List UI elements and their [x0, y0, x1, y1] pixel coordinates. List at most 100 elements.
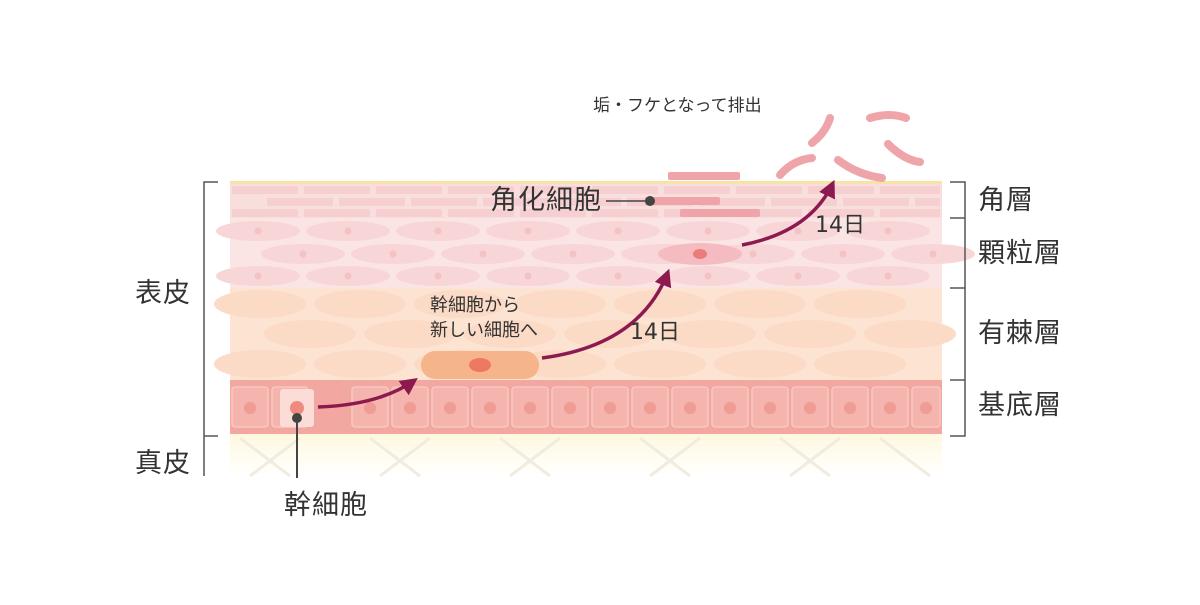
spinous-cell: [414, 290, 506, 318]
basal-cell-nucleus: [484, 402, 496, 414]
layer-label-spinosum: 有棘層: [978, 318, 1062, 349]
granular-cell-bg-nucleus: [614, 227, 622, 235]
arrow-stem-to-new: [317, 377, 418, 409]
basal-cell-nucleus: [804, 402, 816, 414]
basal-cell-nucleus: [604, 402, 616, 414]
basal-cell-nucleus: [884, 402, 896, 414]
shedding-flakes: [776, 111, 924, 182]
spinous-cell: [714, 350, 806, 378]
corneum-brick: [520, 209, 586, 217]
basal-cell-nucleus: [644, 402, 656, 414]
corneum-brick: [520, 186, 586, 194]
basal-cell-nucleus: [844, 402, 856, 414]
granular-cell-bg-nucleus: [884, 272, 892, 280]
dermis-label: 真皮: [135, 448, 191, 479]
stem-to-new-label-line2: 新しい細胞へ: [430, 320, 538, 341]
arrow-new-to-granular: [541, 268, 672, 360]
granular-cell-bg-nucleus: [479, 250, 487, 258]
spinous-cell: [464, 320, 556, 348]
granular-cell-nucleus: [693, 249, 707, 259]
spinous-cells: [214, 290, 956, 378]
corneum-brick: [267, 198, 333, 206]
granular-cell-bg-nucleus: [839, 250, 847, 258]
granular-cell-bg-nucleus: [524, 272, 532, 280]
spinous-cell: [364, 320, 456, 348]
granular-cell-bg-nucleus: [389, 250, 397, 258]
basal-cell-nucleus: [920, 402, 932, 414]
granular-cell-bg-nucleus: [254, 272, 262, 280]
granular-cell-bg-nucleus: [749, 250, 757, 258]
corneum-brick: [808, 209, 874, 217]
granular-cell-bg-nucleus: [704, 227, 712, 235]
keratinocyte-label: 角化細胞: [490, 185, 602, 216]
layer-label-corneum: 角層: [978, 185, 1034, 216]
granular-cell-bg-nucleus: [929, 250, 937, 258]
basal-cell-nucleus: [244, 402, 256, 414]
new-cell-nucleus: [469, 358, 491, 372]
corneum-brick: [915, 198, 940, 206]
spinous-cell: [514, 290, 606, 318]
epidermis-label: 表皮: [135, 278, 191, 309]
corneum-brick: [664, 186, 730, 194]
stem-cell-nucleus: [290, 401, 304, 415]
spinous-cell: [214, 350, 306, 378]
stem-cell-pointer-dot: [292, 413, 302, 423]
keratinocyte-flake-bottom: [680, 209, 760, 217]
right-bracket: [950, 181, 966, 437]
granular-cell-bg-nucleus: [299, 250, 307, 258]
shedding-label: 垢・フケとなって排出: [593, 96, 762, 116]
basal-cell-nucleus: [524, 402, 536, 414]
spinous-cell: [314, 350, 406, 378]
basal-cell-nucleus: [364, 402, 376, 414]
corneum-bricks: [232, 186, 940, 217]
spinous-cell: [214, 290, 306, 318]
basal-cell-nucleus: [404, 402, 416, 414]
spinous-cell: [764, 320, 856, 348]
corneum-brick: [483, 198, 549, 206]
spinous-cell: [614, 290, 706, 318]
layer-label-granulosum: 顆粒層: [978, 238, 1062, 269]
keratinocyte-cell: [645, 197, 720, 205]
spinous-cell: [264, 320, 356, 348]
keratinocyte-pointer-dot: [645, 196, 655, 206]
corneum-brick: [592, 186, 658, 194]
granular-cell-bg-nucleus: [794, 227, 802, 235]
corneum-brick: [448, 209, 514, 217]
corneum-brick: [448, 186, 514, 194]
corneum-brick: [376, 186, 442, 194]
granular-cell-bg-nucleus: [254, 227, 262, 235]
basal-cell-nucleus: [764, 402, 776, 414]
spinous-cell: [864, 320, 956, 348]
corneum-brick: [736, 186, 802, 194]
granular-cell-bg-nucleus: [569, 250, 577, 258]
corneum-brick: [376, 209, 442, 217]
corneum-brick: [555, 198, 621, 206]
duration-label-first: 14日: [630, 320, 680, 345]
corneum-brick: [304, 209, 370, 217]
spinous-cell: [664, 320, 756, 348]
duration-label-second: 14日: [815, 213, 865, 238]
granular-cell-bg-nucleus: [704, 272, 712, 280]
spinous-cell: [814, 290, 906, 318]
basal-cell-nucleus: [564, 402, 576, 414]
layer-label-basale: 基底層: [978, 390, 1062, 421]
corneum-brick: [232, 209, 298, 217]
granular-cell-bg-nucleus: [884, 227, 892, 235]
granular-cell-bg-nucleus: [794, 272, 802, 280]
corneum-brick: [592, 209, 658, 217]
corneum-brick: [808, 186, 874, 194]
keratinocyte-flake-top: [668, 172, 740, 180]
dermis-layer: [230, 432, 942, 476]
spinous-cell: [714, 290, 806, 318]
dermis-fibers: [239, 436, 931, 478]
granular-cells: [216, 221, 975, 286]
corneum-brick: [880, 186, 940, 194]
corneum-brick: [843, 198, 909, 206]
granular-cell-bg-nucleus: [344, 227, 352, 235]
spinous-cell: [314, 290, 406, 318]
granular-cell-bg-nucleus: [524, 227, 532, 235]
granular-cell-bg-nucleus: [614, 272, 622, 280]
spinous-cell: [564, 320, 656, 348]
stem-cell-label: 幹細胞: [284, 490, 368, 521]
